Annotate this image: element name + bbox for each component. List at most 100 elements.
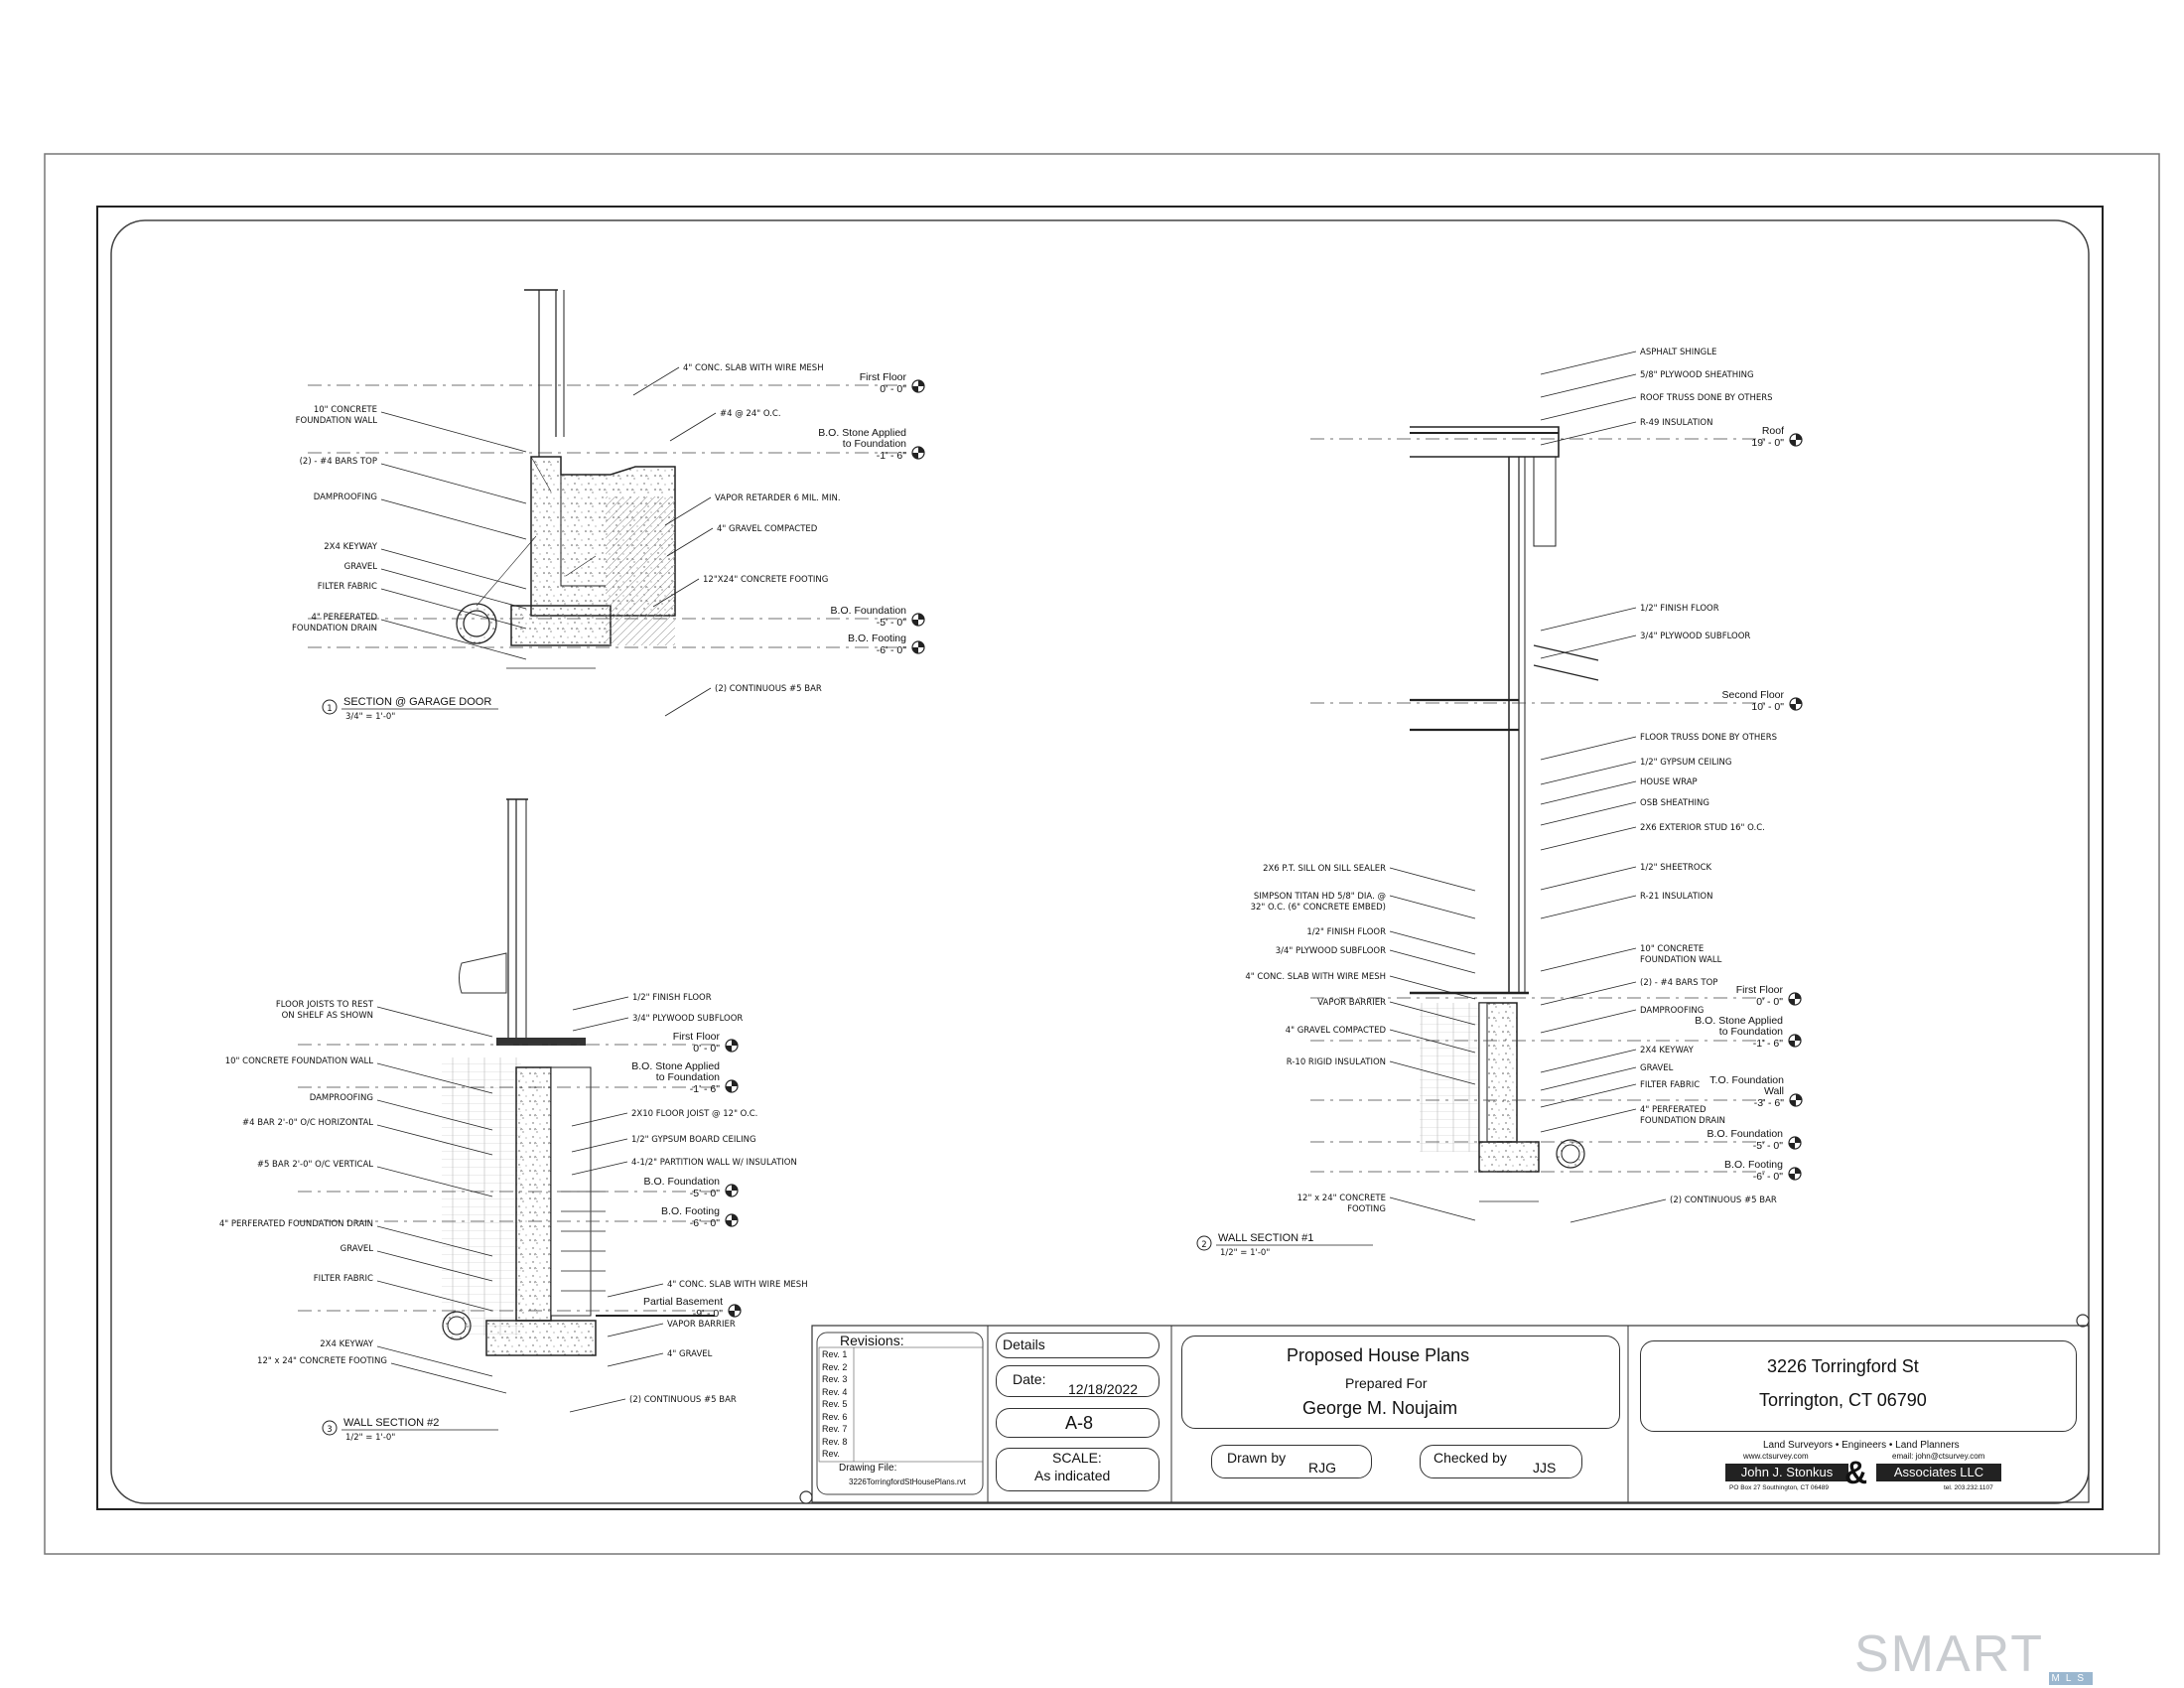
prepared-for-label: Prepared For [1345, 1375, 1428, 1391]
leader-line [376, 1166, 493, 1197]
sheet-box [996, 1408, 1160, 1438]
leader-line [607, 1283, 664, 1298]
scale-value: As indicated [1034, 1468, 1111, 1483]
level-name: B.O. Foundation [644, 1176, 721, 1188]
note-label: VAPOR RETARDER 6 MIL. MIN. [715, 493, 841, 503]
level-elevation: 0' - 0" [693, 1043, 720, 1055]
note-label: GRAVEL [344, 562, 378, 572]
note-label: ASPHALT SHINGLE [1640, 348, 1716, 357]
note-label: R-49 INSULATION [1640, 418, 1712, 428]
level-target-icon [911, 379, 925, 393]
level-elevation: -1' - 6" [1753, 1038, 1784, 1050]
watermark-suffix: MLS [2048, 1672, 2094, 1685]
leader-line [1540, 947, 1637, 972]
level-name: B.O. Footing [1724, 1159, 1783, 1171]
note-label: 2X4 KEYWAY [320, 1339, 374, 1349]
section-marker-icon [322, 1420, 338, 1436]
note-label: (2) - #4 BARS TOP [300, 457, 377, 467]
note-label: VAPOR BARRIER [667, 1320, 736, 1330]
note-label: 10" CONCRETE FOUNDATION WALL [225, 1056, 374, 1066]
level-target-icon [728, 1304, 742, 1318]
firm-phone: tel. 203.232.1107 [1944, 1484, 1993, 1491]
leader-line [380, 463, 527, 504]
scale-box [996, 1448, 1160, 1491]
note-label: 1/2" GYPSUM BOARD CEILING [631, 1135, 756, 1145]
note-label: 10" CONCRETE [314, 405, 377, 415]
leader-line [1540, 607, 1637, 632]
checked-by-label: Checked by [1433, 1450, 1507, 1466]
note-label: 1/2" FINISH FLOOR [632, 993, 712, 1003]
level-name: to Foundation [843, 438, 906, 450]
leader-line [376, 1250, 493, 1282]
level-target-icon [1788, 1034, 1802, 1048]
level-elevation: -1' - 6" [690, 1083, 721, 1095]
note-label: FOOTING [1347, 1204, 1386, 1214]
level-name: First Floor [673, 1031, 721, 1043]
level-name: B.O. Footing [661, 1205, 720, 1217]
leader-line [1540, 351, 1637, 375]
revision-row: Rev. 2 [822, 1361, 848, 1372]
leader-line [669, 412, 717, 442]
details-label: Details [1003, 1336, 1045, 1352]
note-label: FOUNDATION DRAIN [292, 624, 377, 633]
note-label: 5/8" PLYWOOD SHEATHING [1640, 370, 1754, 380]
leader-line [380, 498, 527, 540]
leader-line [1540, 1009, 1637, 1034]
revision-row: Rev. 3 [822, 1374, 848, 1384]
level-elevation: -5' - 0" [690, 1188, 721, 1199]
checked-by-value: JJS [1533, 1460, 1557, 1476]
section-title: WALL SECTION #2 [343, 1417, 439, 1429]
note-label: 12" x 24" CONCRETE [1297, 1194, 1386, 1203]
leader-line [572, 1017, 629, 1032]
level-elevation: -1' - 6" [877, 450, 907, 462]
firm-address: PO Box 27 Southington, CT 06489 [1729, 1484, 1829, 1491]
level-target-icon [911, 613, 925, 627]
note-label: FOUNDATION WALL [1640, 955, 1722, 965]
note-label: FLOOR TRUSS DONE BY OTHERS [1640, 733, 1777, 743]
leader-line [607, 1352, 664, 1367]
leader-line [571, 1138, 628, 1153]
leader-line [1540, 634, 1637, 659]
note-label: 4" CONC. SLAB WITH WIRE MESH [1245, 972, 1386, 982]
leader-line [380, 548, 527, 590]
level-target-icon [1788, 992, 1802, 1006]
leader-line [390, 1362, 507, 1394]
section-marker-icon [322, 699, 338, 715]
note-label: 3/4" PLYWOOD SUBFLOOR [1276, 946, 1386, 956]
drawn-by-value: RJG [1308, 1460, 1336, 1476]
note-label: 4" CONC. SLAB WITH WIRE MESH [683, 363, 824, 373]
note-label: DAMPROOFING [1640, 1006, 1704, 1016]
leader-line [1540, 1108, 1637, 1133]
level-name: B.O. Footing [848, 633, 906, 644]
note-label: FILTER FABRIC [318, 582, 377, 592]
revision-row: Rev. 4 [822, 1386, 848, 1397]
note-label: (2) CONTINUOUS #5 BAR [629, 1395, 737, 1405]
leader-line [1540, 895, 1637, 919]
level-name: T.O. Foundation [1709, 1074, 1784, 1086]
leader-line [1540, 736, 1637, 761]
scale-label: SCALE: [1052, 1450, 1102, 1466]
leader-line [569, 1398, 626, 1413]
leader-line [376, 1099, 493, 1131]
note-label: 2X6 EXTERIOR STUD 16" O.C. [1640, 823, 1765, 833]
level-target-icon [1788, 1136, 1802, 1150]
leader-line [1540, 780, 1637, 805]
note-label: 4" GRAVEL COMPACTED [717, 524, 818, 534]
level-target-icon [1789, 433, 1803, 447]
leader-line [1540, 1083, 1637, 1108]
firm-logo-left: John J. Stonkus [1725, 1464, 1848, 1481]
note-label: 2X10 FLOOR JOIST @ 12" O.C. [631, 1109, 757, 1119]
note-label: 12" x 24" CONCRETE FOOTING [257, 1356, 387, 1366]
section-number: 1 [327, 704, 332, 714]
firm-logo-ampersand: & [1844, 1455, 1868, 1490]
note-label: 2X6 P.T. SILL ON SILL SEALER [1263, 864, 1386, 874]
level-elevation: -3' - 6" [1754, 1097, 1785, 1109]
smart-mls-watermark: SMART MLS [1854, 1624, 2094, 1685]
note-label: 4" PERFERATED FOUNDATION DRAIN [219, 1219, 373, 1229]
leader-line [376, 1345, 493, 1377]
firm-email: email: john@ctsurvey.com [1892, 1452, 1985, 1461]
revision-row: Rev. 5 [822, 1399, 848, 1409]
leader-line [380, 411, 527, 453]
section-scale: 1/2" = 1'-0" [1220, 1248, 1270, 1258]
note-label: GRAVEL [1640, 1063, 1674, 1073]
